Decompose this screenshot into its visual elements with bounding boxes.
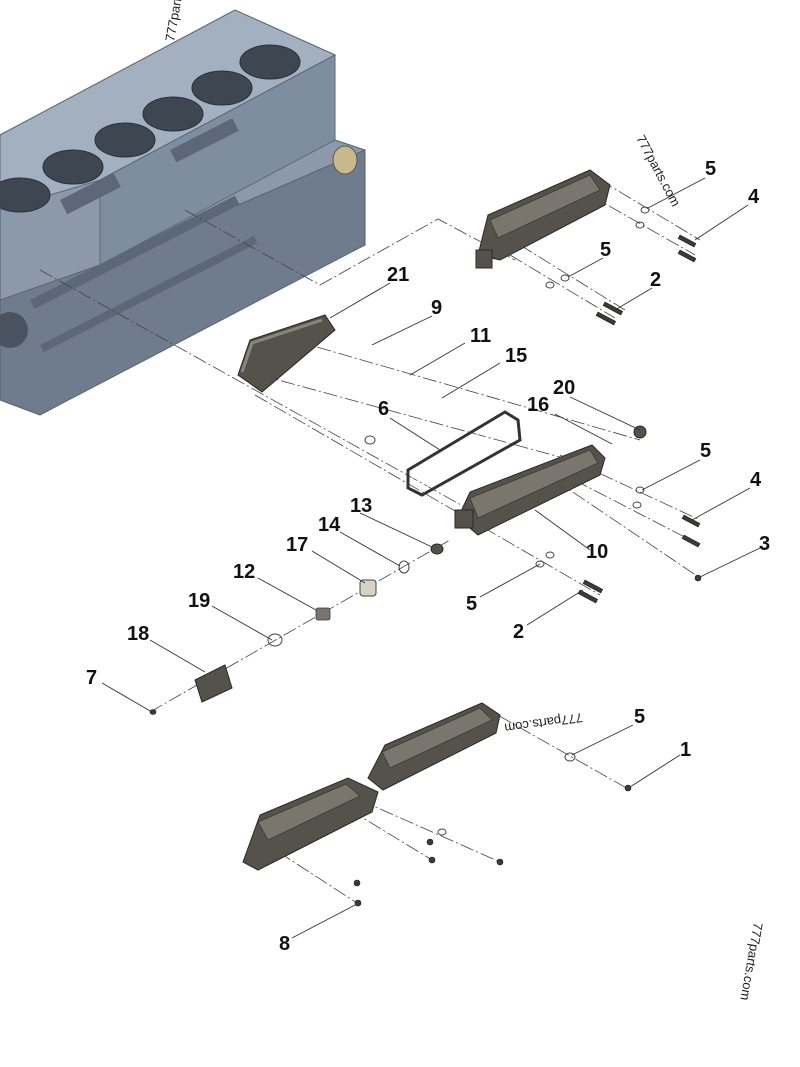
- small-parts: [149, 425, 647, 715]
- callout-6: 6: [378, 398, 389, 420]
- callout-11: 11: [470, 325, 491, 347]
- callout-16: 16: [527, 394, 549, 416]
- callout-4: 4: [750, 469, 762, 491]
- callout-13: 13: [350, 495, 372, 517]
- callout-4: 4: [748, 186, 760, 208]
- callout-20: 20: [553, 377, 575, 399]
- gasket-6: [406, 410, 522, 497]
- callout-21: 21: [387, 264, 409, 286]
- callouts: 5 4 5 2 21 9 11 15 20 6 16 5 4 13 14 3 1…: [86, 158, 770, 955]
- callout-7: 7: [86, 667, 97, 689]
- watermark-top-right: 777parts.com: [633, 132, 683, 209]
- callout-9: 9: [431, 297, 442, 319]
- callout-3: 3: [759, 533, 770, 555]
- washers-and-bolts: [353, 206, 702, 907]
- callout-2: 2: [513, 621, 524, 643]
- leader-lines: [101, 177, 763, 939]
- callout-18: 18: [127, 623, 149, 645]
- callout-5: 5: [466, 593, 477, 615]
- callout-8: 8: [279, 933, 290, 955]
- callout-1: 1: [680, 739, 691, 761]
- callout-15: 15: [505, 345, 527, 367]
- callout-10: 10: [586, 541, 608, 563]
- callout-12: 12: [233, 561, 255, 583]
- callout-5: 5: [705, 158, 716, 180]
- callout-5: 5: [600, 239, 611, 261]
- bottom-cover-assembly: [242, 702, 501, 871]
- callout-5: 5: [634, 706, 645, 728]
- upper-oil-cooler-cover: [475, 169, 611, 269]
- watermark-top-left: 777part: [162, 0, 184, 43]
- callout-2: 2: [650, 269, 661, 291]
- engine-block: [0, 9, 366, 416]
- callout-19: 19: [188, 590, 210, 612]
- watermark-bottom-right: 777parts.com: [737, 921, 765, 1001]
- watermark-bottom-cover: 777parts.com: [504, 710, 584, 736]
- oil-cooler-21: [237, 314, 336, 393]
- callout-14: 14: [318, 514, 341, 536]
- oil-filter-head-10: [454, 444, 606, 536]
- callout-5: 5: [700, 440, 711, 462]
- callout-17: 17: [286, 534, 308, 556]
